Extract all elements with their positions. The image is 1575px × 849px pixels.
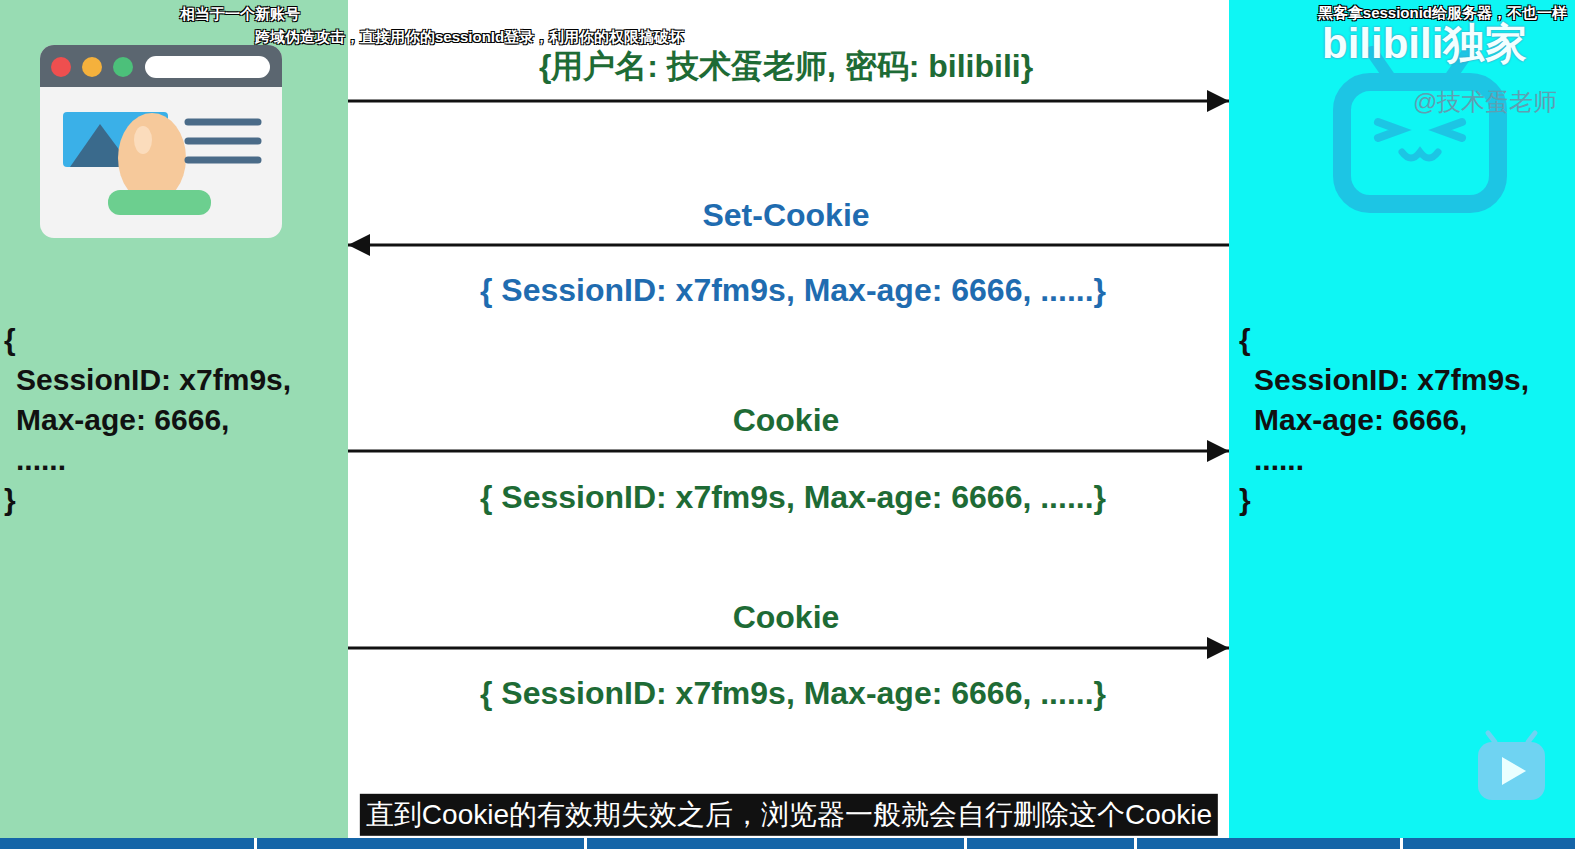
play-icon — [1478, 733, 1545, 800]
cookie-record: {SessionID: x7fm9s,Max-age: 6666,......} — [4, 320, 291, 520]
record-line: } — [1239, 480, 1529, 520]
record-line: ...... — [1239, 440, 1529, 480]
watermark: bilibili独家 — [1322, 16, 1527, 72]
record-line: { — [4, 320, 291, 360]
danmaku-comment: 跨域伪造攻击，直接用你的sessionId登录，利用你的权限搞破坏 — [255, 28, 684, 47]
progress-bar — [0, 838, 1575, 849]
cookie-payload: { SessionID: x7fm9s, Max-age: 6666, ....… — [480, 675, 1106, 712]
message-label: Cookie — [733, 599, 840, 636]
state-band: {SessionID: x7fm9s,Max-age: 6666,......} — [0, 0, 348, 838]
record-line: SessionID: x7fm9s, — [1239, 360, 1529, 400]
cookie-payload: { SessionID: x7fm9s, Max-age: 6666, ....… — [480, 272, 1106, 309]
message-arrow — [348, 244, 1229, 247]
record-line: ...... — [4, 440, 291, 480]
record-line: Max-age: 6666, — [1239, 400, 1529, 440]
record-line: SessionID: x7fm9s, — [4, 360, 291, 400]
message-arrow — [348, 450, 1229, 453]
message-label: Set-Cookie — [702, 197, 869, 234]
message-label: Cookie — [733, 402, 840, 439]
record-line: { — [1239, 320, 1529, 360]
message-label: {用户名: 技术蛋老师, 密码: bilibili} — [539, 45, 1033, 89]
subtitle: 直到Cookie的有效期失效之后，浏览器一般就会自行删除这个Cookie — [360, 794, 1218, 836]
cookie-payload: { SessionID: x7fm9s, Max-age: 6666, ....… — [480, 479, 1106, 516]
browser-icon — [40, 45, 282, 238]
message-arrow — [348, 100, 1229, 103]
watermark: @技术蛋老师 — [1413, 86, 1557, 118]
tv-watermark — [1342, 52, 1498, 204]
cookie-record: {SessionID: x7fm9s,Max-age: 6666,......} — [1239, 320, 1529, 520]
left-panel-fill — [0, 0, 348, 838]
state-band: {SessionID: x7fm9s,Max-age: 6666,......} — [1229, 0, 1575, 838]
right-panel-fill — [1229, 0, 1575, 838]
record-line: } — [4, 480, 291, 520]
record-line: Max-age: 6666, — [4, 400, 291, 440]
danmaku-comment: 相当于一个新账号 — [180, 5, 300, 24]
message-arrow — [348, 647, 1229, 650]
